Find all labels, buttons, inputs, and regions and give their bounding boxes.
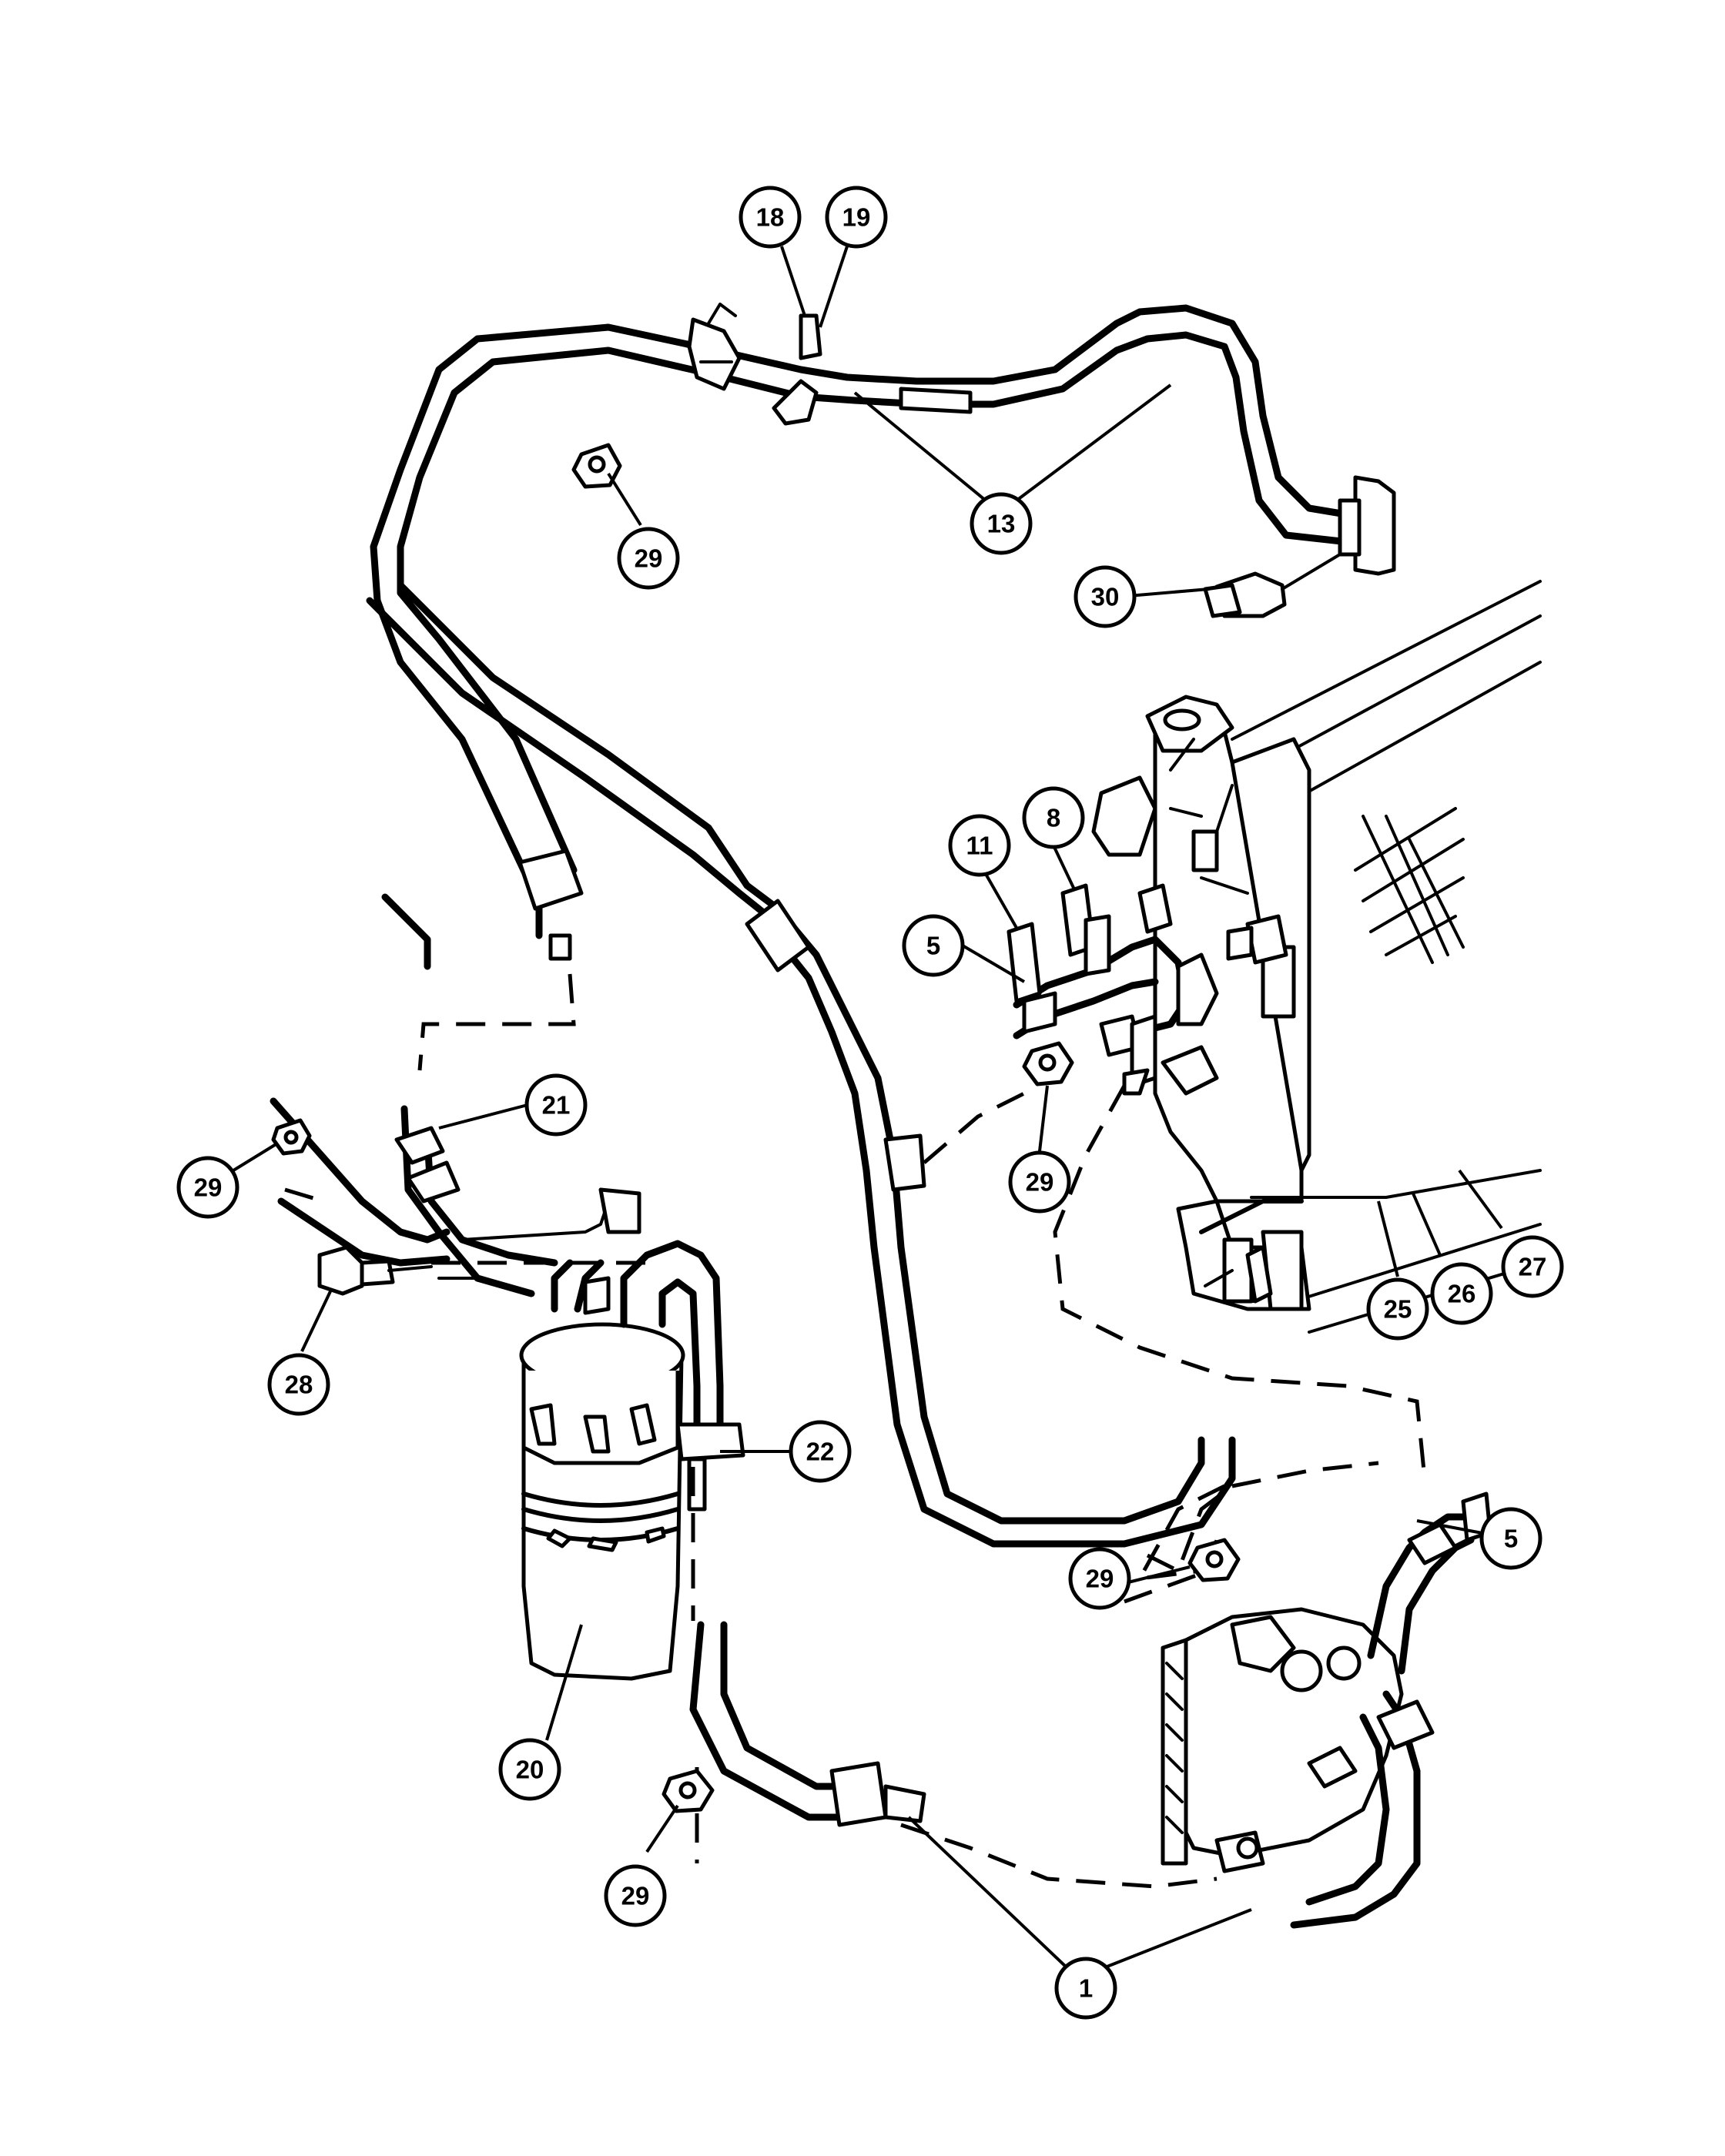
callout-22-label: 22 xyxy=(806,1438,835,1466)
callout-5-lower-label: 5 xyxy=(1504,1525,1518,1553)
assembly-centerlines xyxy=(284,973,1427,1889)
callout-20: 20 xyxy=(498,1738,561,1801)
receiver-drier-assembly xyxy=(270,1097,745,1681)
bolt-30 xyxy=(1203,553,1341,618)
bolt-28 xyxy=(317,1245,433,1296)
callout-13-label: 13 xyxy=(987,510,1016,538)
callout-1-label: 1 xyxy=(1079,1974,1093,2003)
callout-29-left: 29 xyxy=(176,1156,239,1219)
compressor xyxy=(1161,1491,1492,1929)
callout-29-right-label: 29 xyxy=(1086,1565,1114,1593)
suction-hose-1 xyxy=(689,1621,926,1827)
callout-28: 28 xyxy=(267,1353,330,1416)
callout-29-mid-label: 29 xyxy=(1026,1168,1054,1197)
callout-26: 26 xyxy=(1430,1262,1493,1325)
callout-18: 18 xyxy=(739,186,802,249)
nut-29-left xyxy=(271,1118,312,1156)
callout-30-label: 30 xyxy=(1091,583,1120,611)
callout-21: 21 xyxy=(524,1073,588,1137)
callout-29-left-label: 29 xyxy=(194,1173,223,1202)
condenser-assembly xyxy=(1091,580,1542,1334)
callout-30: 30 xyxy=(1074,565,1137,628)
callout-29-bottom-label: 29 xyxy=(621,1882,650,1910)
callout-21-label: 21 xyxy=(542,1091,571,1120)
callout-5-upper: 5 xyxy=(902,914,965,977)
callout-22: 22 xyxy=(789,1420,852,1483)
discharge-line xyxy=(745,899,1236,1548)
refrigerant-line-13 xyxy=(366,303,1396,970)
callout-29-mid: 29 xyxy=(1008,1150,1071,1214)
callout-29-top-label: 29 xyxy=(635,544,663,573)
callout-19: 19 xyxy=(825,186,888,249)
callout-13: 13 xyxy=(970,492,1033,555)
callout-11-label: 11 xyxy=(966,832,993,860)
condenser-fins xyxy=(1354,807,1465,964)
callout-18-label: 18 xyxy=(756,203,785,232)
callout-27-label: 27 xyxy=(1519,1253,1547,1281)
callout-29-bottom: 29 xyxy=(604,1864,667,1927)
callout-11: 11 xyxy=(948,814,1011,877)
callout-25: 25 xyxy=(1366,1277,1429,1341)
callout-25-label: 25 xyxy=(1384,1295,1412,1324)
callout-26-label: 26 xyxy=(1448,1280,1476,1308)
valve-block-assembly xyxy=(1007,883,1288,1096)
callout-20-label: 20 xyxy=(516,1756,544,1784)
callout-5-upper-label: 5 xyxy=(926,932,940,960)
nut-29-right xyxy=(1187,1538,1241,1582)
callout-8: 8 xyxy=(1022,786,1085,849)
callout-27: 27 xyxy=(1501,1235,1564,1298)
callout-1: 1 xyxy=(1054,1957,1117,2020)
callout-29-top: 29 xyxy=(617,527,680,590)
callout-8-label: 8 xyxy=(1047,804,1060,832)
leader-lines xyxy=(226,246,1503,1969)
nut-29-bottom xyxy=(662,1769,715,1813)
nut-29-mid xyxy=(1022,1041,1074,1086)
callout-28-label: 28 xyxy=(285,1371,313,1399)
callout-5-lower: 5 xyxy=(1479,1507,1542,1570)
fasteners xyxy=(271,443,1341,1813)
callout-29-right: 29 xyxy=(1068,1547,1131,1610)
callout-19-label: 19 xyxy=(842,203,871,232)
